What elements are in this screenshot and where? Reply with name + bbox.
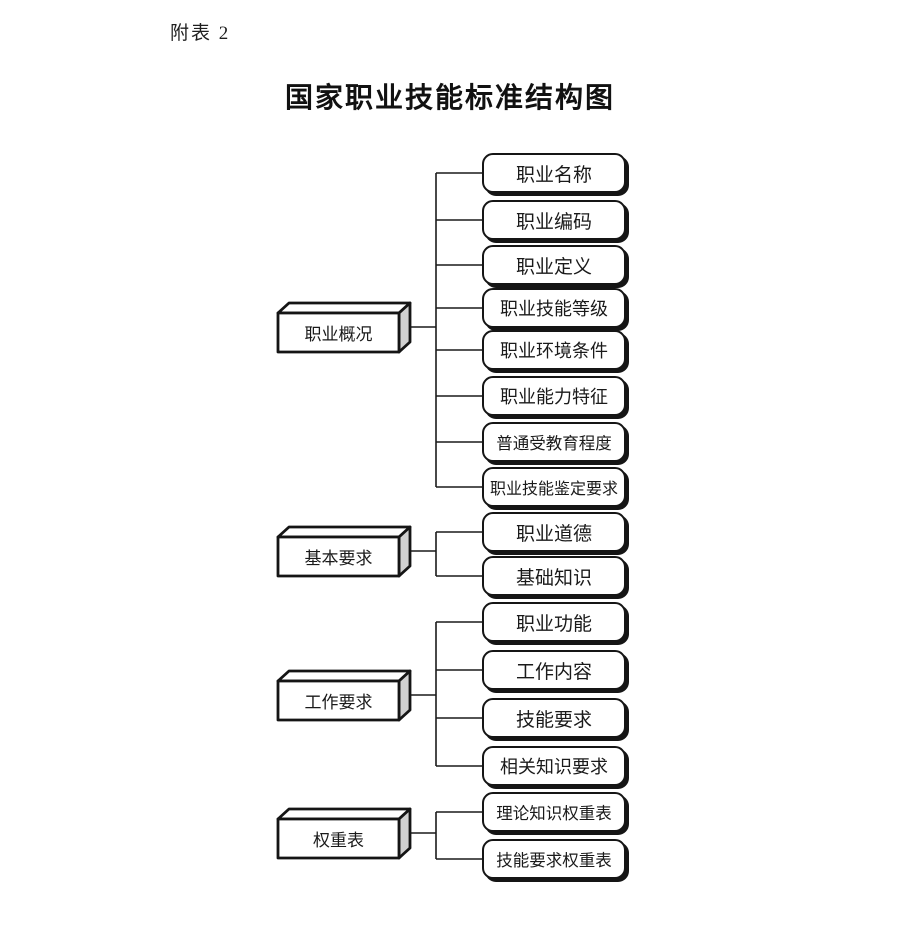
node-basic-knowledge: 基础知识 <box>482 556 626 596</box>
node-label: 职业技能等级 <box>500 299 608 319</box>
node-related-knowledge-requirements: 相关知识要求 <box>482 746 626 786</box>
node-theoretical-knowledge-weight-table: 理论知识权重表 <box>482 792 626 832</box>
node-occupational-functions: 职业功能 <box>482 602 626 642</box>
node-occupation-name: 职业名称 <box>482 153 626 193</box>
node-label: 职业能力特征 <box>500 387 608 407</box>
node-label: 职业编码 <box>515 211 592 233</box>
node-skill-assessment-requirements: 职业技能鉴定要求 <box>482 467 626 507</box>
node-work-environment: 职业环境条件 <box>482 330 626 370</box>
node-label: 基础知识 <box>515 567 592 589</box>
node-label: 相关知识要求 <box>500 757 608 777</box>
node-occupation-definition: 职业定义 <box>482 245 626 285</box>
cuboid-weight-tables <box>276 807 412 860</box>
appendix-caption: 附表 2 <box>170 23 231 44</box>
parent-cuboids <box>276 301 412 860</box>
node-label: 职业名称 <box>515 164 592 186</box>
node-label: 职业功能 <box>515 613 592 635</box>
node-label: 技能要求权重表 <box>496 851 612 870</box>
page-title: 国家职业技能标准结构图 <box>284 83 615 114</box>
node-skill-requirements: 技能要求 <box>482 698 626 738</box>
cuboid-basic-requirements <box>276 525 412 578</box>
cuboid-work-requirements <box>276 669 412 722</box>
node-label: 技能要求 <box>515 709 592 731</box>
cuboid-occupation-overview <box>276 301 412 354</box>
node-label: 普通受教育程度 <box>496 434 612 453</box>
node-work-content: 工作内容 <box>482 650 626 690</box>
node-professional-ethics: 职业道德 <box>482 512 626 552</box>
node-label: 职业环境条件 <box>500 341 608 361</box>
node-ability-characteristics: 职业能力特征 <box>482 376 626 416</box>
node-skill-level: 职业技能等级 <box>482 288 626 328</box>
node-label: 职业技能鉴定要求 <box>489 481 618 498</box>
node-skill-requirement-weight-table: 技能要求权重表 <box>482 839 626 879</box>
node-label: 职业定义 <box>515 256 592 278</box>
connector-lines <box>410 172 482 860</box>
node-label: 理论知识权重表 <box>496 804 612 823</box>
node-general-education: 普通受教育程度 <box>482 422 626 462</box>
node-label: 职业道德 <box>515 523 592 545</box>
node-occupation-code: 职业编码 <box>482 200 626 240</box>
node-label: 工作内容 <box>515 661 592 683</box>
